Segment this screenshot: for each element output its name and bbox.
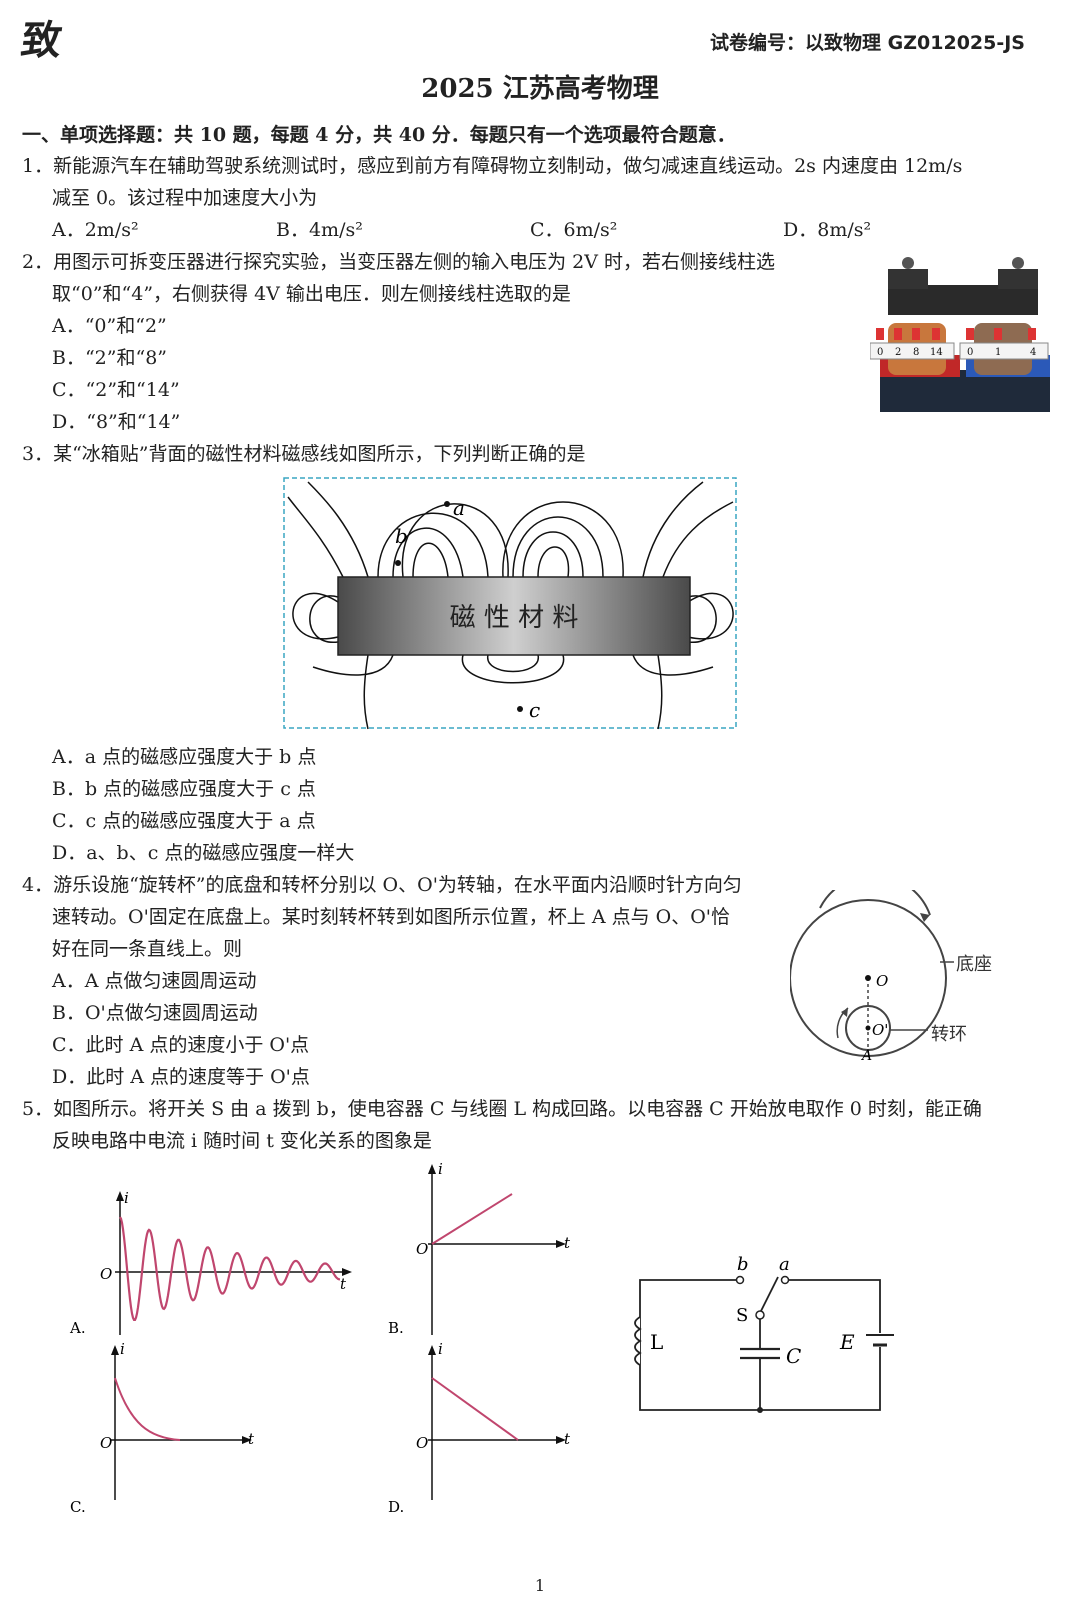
q1-option-b: B．4m/s² [276, 219, 363, 241]
q5-stem-line1: 5．如图所示。将开关 S 由 a 拨到 b，使电容器 C 与线圈 L 构成回路。… [22, 1098, 982, 1120]
graph-c-axis-i: i [120, 1340, 125, 1358]
page-title: 2025 江苏高考物理 [421, 74, 659, 104]
q3-option-a: A．a 点的磁感应强度大于 b 点 [52, 746, 317, 768]
q2-stem-line1: 2．用图示可拆变压器进行探究实验，当变压器左侧的输入电压为 2V 时，若右侧接线… [22, 251, 775, 273]
q1-option-a: A．2m/s² [52, 219, 139, 241]
graph-a-axis-i: i [124, 1189, 129, 1207]
lc-circuit-figure: b a S L C E [634, 1255, 894, 1413]
terminal-right-4: 4 [1030, 347, 1036, 358]
q3-option-b: B．b 点的磁感应强度大于 c 点 [52, 778, 316, 800]
label-o-prime: O' [872, 1021, 888, 1039]
q2-option-b: B．“2”和“8” [52, 347, 167, 369]
q4-stem-line3: 好在同一条直线上。则 [52, 938, 243, 960]
terminal-left-0: 0 [877, 347, 883, 358]
graph-a-origin: O [100, 1265, 112, 1283]
q4-option-d: D．此时 A 点的速度等于 O'点 [52, 1066, 310, 1088]
q2-option-a: A．“0”和“2” [52, 315, 167, 337]
section-heading: 一、单项选择题：共 10 题，每题 4 分，共 40 分．每题只有一个选项最符合… [22, 124, 736, 146]
paper-id: 试卷编号：以致物理 GZ012025-JS [710, 32, 1025, 54]
q1-stem-line1: 1．新能源汽车在辅助驾驶系统测试时，感应到前方有障碍物立刻制动，做匀减速直线运动… [22, 155, 963, 177]
damped-curve [119, 1216, 341, 1321]
graph-d-origin: O [416, 1434, 428, 1452]
terminal-right-1: 1 [995, 347, 1001, 358]
q1-option-d: D．8m/s² [783, 219, 872, 241]
transformer-figure: 0 2 8 14 0 1 4 [870, 257, 1050, 412]
terminal-left-14: 14 [930, 347, 943, 358]
graph-c-label: C. [70, 1498, 86, 1516]
page-number: 1 [534, 1576, 546, 1595]
q5-stem-line2: 反映电路中电流 i 随时间 t 变化关系的图象是 [52, 1130, 432, 1152]
graph-c-axis-t: t [248, 1430, 255, 1448]
magnetic-field-figure: 磁 性 材 料 a b c [283, 477, 737, 730]
q3-stem: 3．某“冰箱贴”背面的磁性材料磁感线如图所示，下列判断正确的是 [22, 443, 586, 465]
q4-option-a: A．A 点做匀速圆周运动 [52, 970, 257, 992]
q2-option-c: C．“2”和“14” [52, 379, 180, 401]
circuit-label-c: C [786, 1344, 801, 1368]
q4-option-c: C．此时 A 点的速度小于 O'点 [52, 1034, 310, 1056]
publisher-logo: 致 [18, 17, 63, 64]
q4-stem-line1: 4．游乐设施“旋转杯”的底盘和转杯分别以 O、O'为转轴，在水平面内沿顺时针方向… [22, 874, 742, 896]
q3-option-d: D．a、b、c 点的磁感应强度一样大 [52, 842, 355, 864]
q1-stem-line2: 减至 0。该过程中加速度大小为 [52, 187, 318, 209]
magnet-label: 磁 性 材 料 [450, 603, 579, 633]
q2-stem-line2: 取“0”和“4”，右侧获得 4V 输出电压．则左侧接线柱选取的是 [52, 283, 571, 305]
circuit-label-s: S [736, 1305, 748, 1326]
point-a-label: a [453, 496, 465, 520]
graph-d: i t O D. [388, 1340, 571, 1516]
q4-stem-line2: 速转动。O'固定在底盘上。某时刻转杯转到如图所示位置，杯上 A 点与 O、O'恰 [52, 906, 731, 928]
rotating-cup-figure: O O' A 底座 转环 [790, 890, 992, 1064]
point-c-label: c [529, 698, 540, 722]
graph-d-axis-t: t [564, 1430, 571, 1448]
q1-option-c: C．6m/s² [530, 219, 618, 241]
graph-a-axis-t: t [340, 1275, 347, 1293]
circuit-label-l: L [650, 1330, 663, 1354]
terminal-left-8: 8 [913, 347, 919, 358]
graph-b-axis-i: i [438, 1160, 443, 1178]
terminal-left-2: 2 [895, 347, 901, 358]
graph-b-axis-t: t [564, 1234, 571, 1252]
q2-option-d: D．“8”和“14” [52, 411, 181, 433]
graph-d-label: D. [388, 1498, 404, 1516]
graph-a: i t O A. [69, 1189, 352, 1337]
point-b-label: b [395, 524, 408, 548]
graph-c: i t O C. [70, 1340, 255, 1516]
q3-option-c: C．c 点的磁感应强度大于 a 点 [52, 810, 316, 832]
label-ring: 转环 [931, 1024, 967, 1045]
label-a-point: A [860, 1048, 872, 1064]
label-o: O [876, 972, 888, 990]
circuit-label-a: a [779, 1255, 790, 1275]
graph-a-label: A. [69, 1319, 86, 1337]
graph-b-origin: O [416, 1240, 428, 1258]
circuit-label-e: E [839, 1330, 855, 1354]
label-base: 底座 [956, 954, 992, 975]
graph-b: i t O B. [388, 1160, 571, 1337]
circuit-label-b: b [737, 1255, 749, 1275]
terminal-right-0: 0 [967, 347, 973, 358]
q4-option-b: B．O'点做匀速圆周运动 [52, 1002, 258, 1024]
graph-b-label: B. [388, 1319, 404, 1337]
graph-d-axis-i: i [438, 1340, 443, 1358]
graph-c-origin: O [100, 1434, 112, 1452]
